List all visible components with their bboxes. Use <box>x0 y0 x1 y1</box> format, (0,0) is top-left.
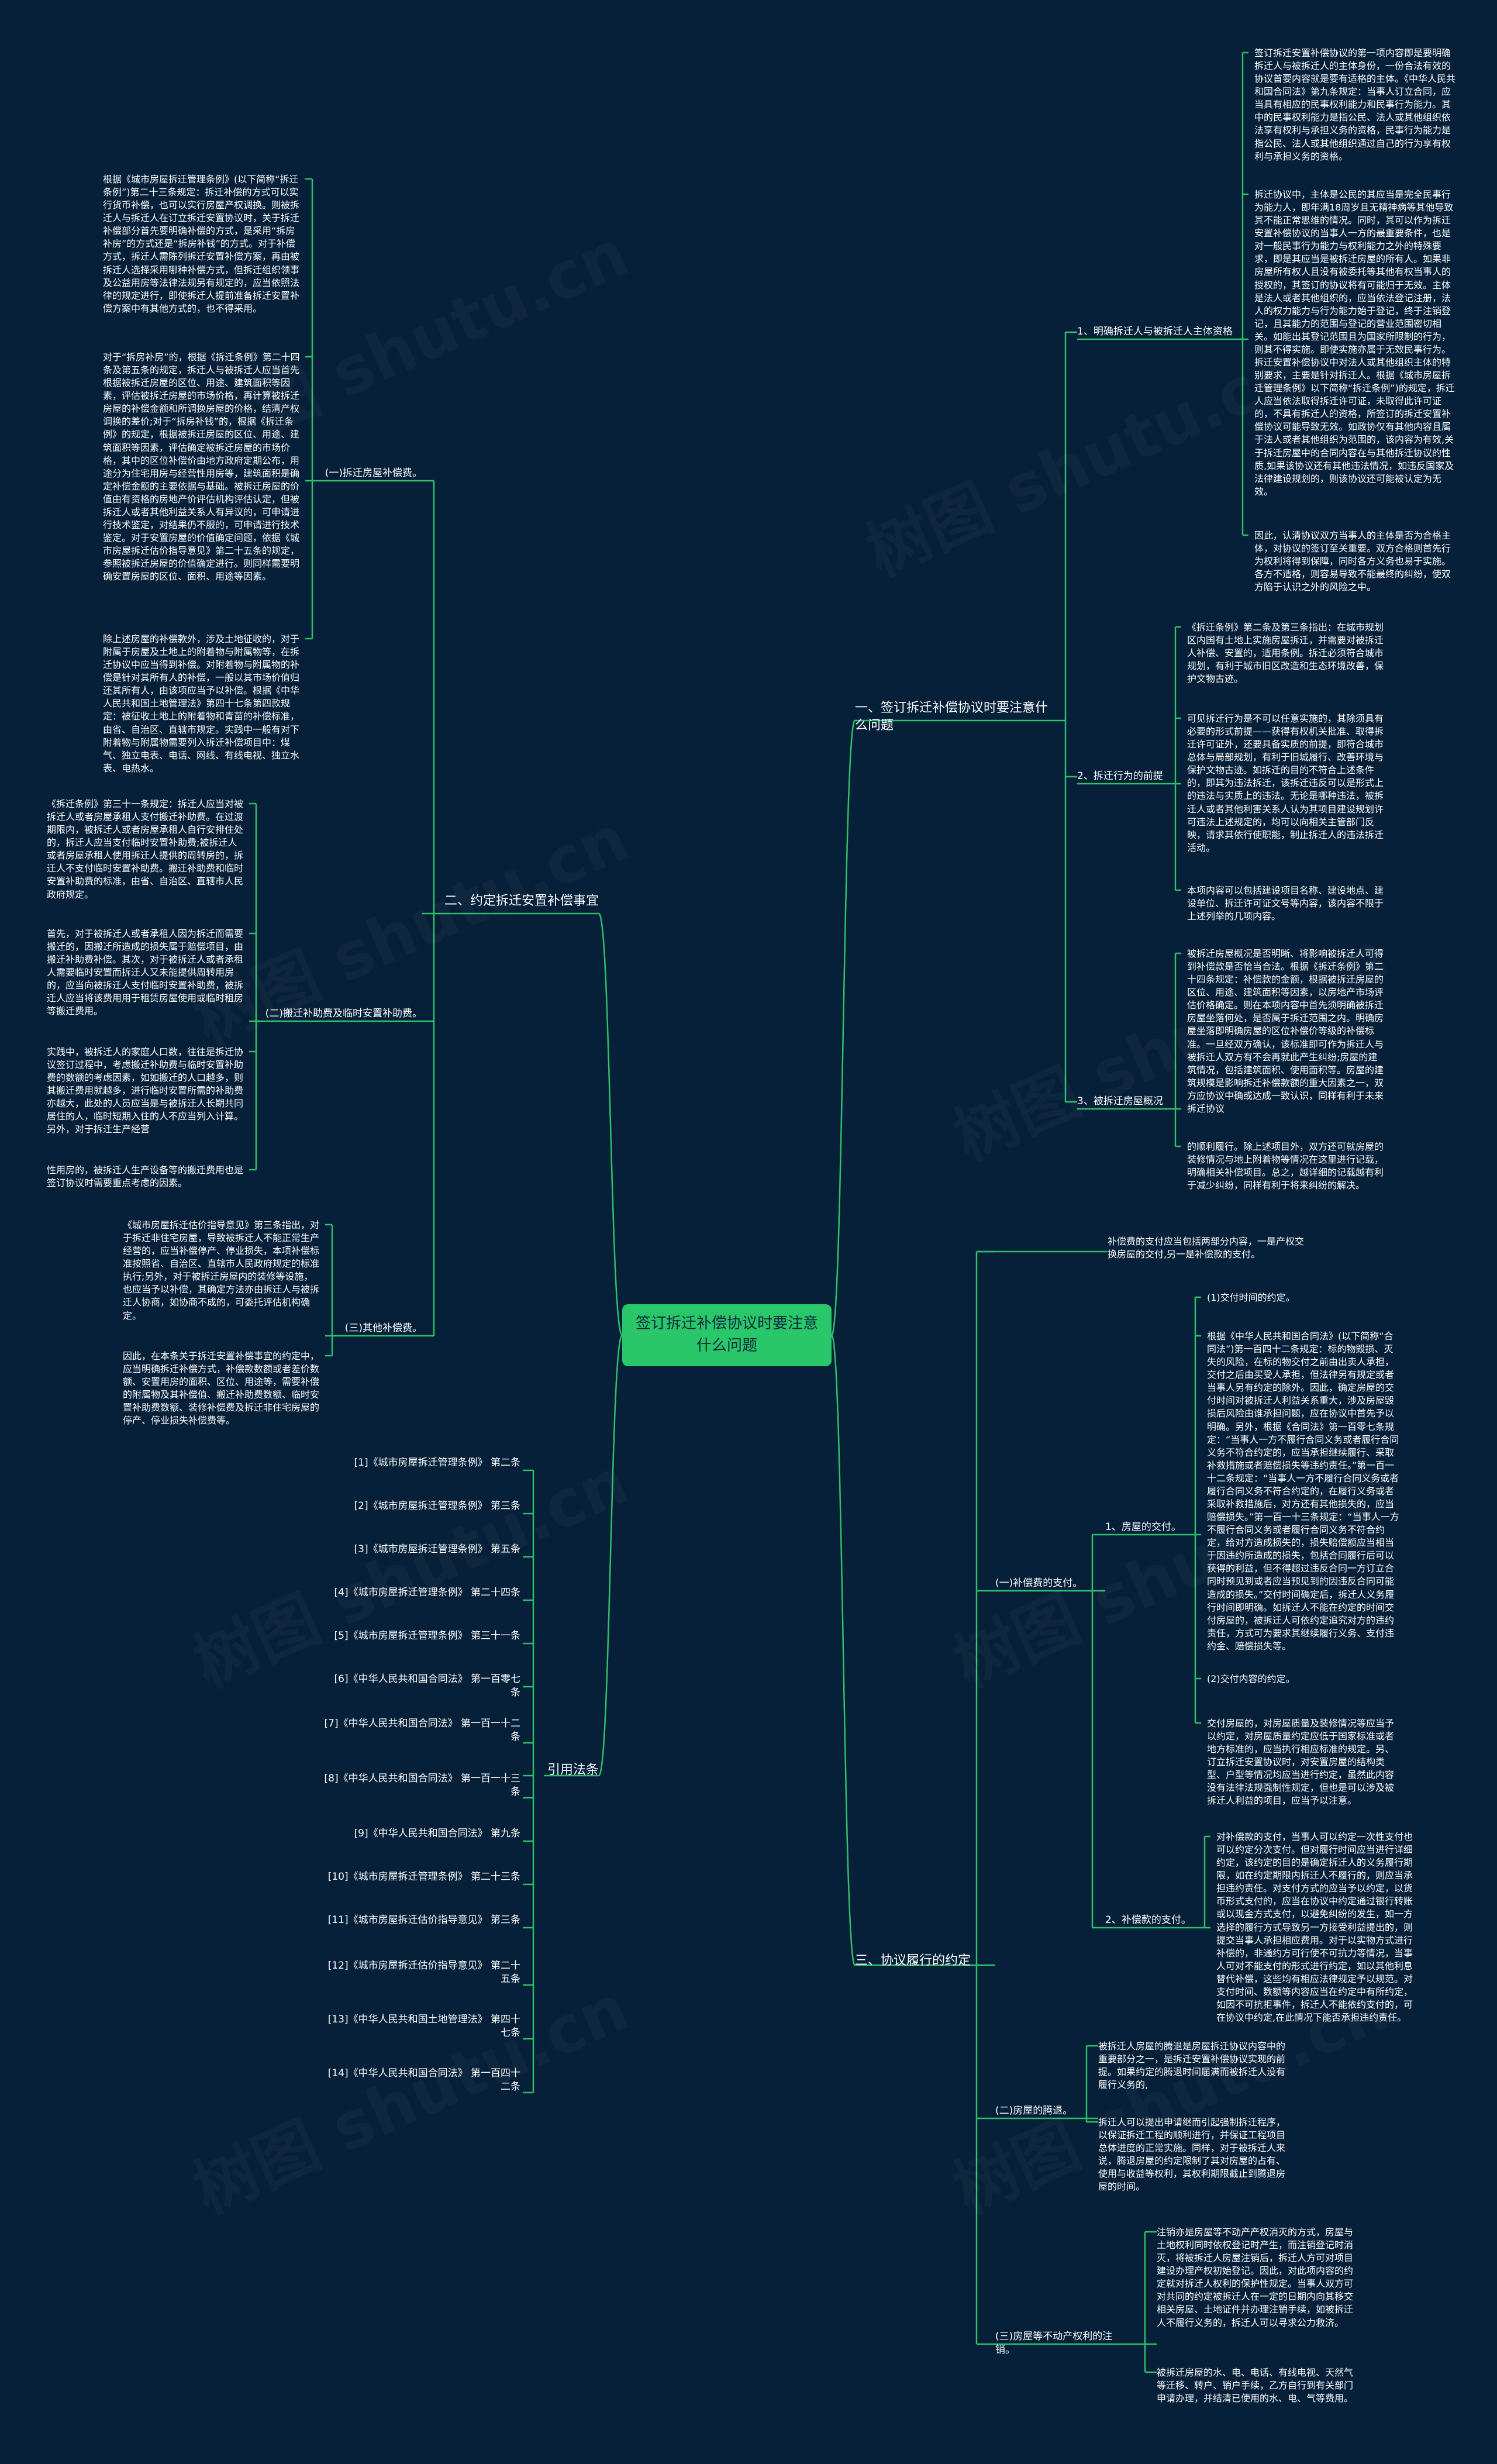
branch-connector <box>830 1334 856 1966</box>
sub-label[interactable]: 2、拆迁行为的前提 <box>1077 770 1163 782</box>
reference-item[interactable]: [9]《中华人民共和国合同法》 第九条 <box>354 1828 520 1839</box>
branch-connector <box>598 1334 623 1777</box>
paragraph: 对于“拆房补房”的，根据《拆迁条例》第二十四条及第五条的规定，拆迁人与被拆迁人应… <box>103 351 300 583</box>
paragraph: 被拆迁人房屋的腾退是房屋拆迁协议内容中的重要部分之一，是拆迁安置补偿协议实现的前… <box>1098 2041 1286 2091</box>
reference-item[interactable]: [14]《中华人民共和国合同法》 第一百四十二条 <box>327 2067 520 2093</box>
reference-item[interactable]: [13]《中华人民共和国土地管理法》 第四十七条 <box>327 2014 520 2039</box>
paragraph: 签订拆迁安置补偿协议的第一项内容即是要明确拆迁人与被拆迁人的主体身份，一份合法有… <box>1254 47 1456 162</box>
branch-label[interactable]: 二、约定拆迁安置补偿事宜 <box>444 894 599 908</box>
sub-label[interactable]: 1、房屋的交付。 <box>1105 1521 1181 1533</box>
sub-label[interactable]: (三)其他补偿费。 <box>344 1322 422 1334</box>
paragraph: 被拆迁房屋的水、电、电话、有线电视、天然气等迁移、转户、销户手续，乙方自行到有关… <box>1157 2367 1354 2404</box>
paragraph: 对补偿款的支付，当事人可以约定一次性支付也可以约定分次支付。但对履行时间应当进行… <box>1216 1831 1413 2024</box>
sub-label[interactable]: 3、被拆迁房屋概况 <box>1077 1095 1163 1107</box>
sub-label[interactable]: 1、明确拆迁人与被拆迁人主体资格 <box>1077 326 1233 337</box>
root-node[interactable]: 签订拆迁补偿协议时要注意什么问题 <box>622 1304 832 1366</box>
paragraph: 被拆迁房屋概况是否明晰、将影响被拆迁人可得到补偿款是否恰当合法。根据《拆迁条例》… <box>1187 948 1384 1114</box>
reference-item[interactable]: [3]《城市房屋拆迁管理条例》 第五条 <box>354 1543 520 1555</box>
paragraph: 实践中，被拆迁人的家庭人口数，往往是拆迁协议签订过程中，考虑搬迁补助费与临时安置… <box>47 1046 244 1135</box>
reference-item[interactable]: [8]《中华人民共和国合同法》 第一百一十三条 <box>324 1773 520 1798</box>
sub-label[interactable]: 2、补偿款的支付。 <box>1105 1914 1191 1926</box>
branch-connector <box>830 719 856 1336</box>
sub-label[interactable]: (一)拆迁房屋补偿费。 <box>325 467 422 479</box>
branch-label[interactable]: 一、签订拆迁补偿协议时要注意什么问题 <box>855 701 1048 733</box>
paragraph: 因此，认清协议双方当事人的主体是否为合格主体，对协议的签订至关重要。双方合格则首… <box>1254 530 1451 593</box>
paragraph: 拆迁协议中，主体是公民的其应当是完全民事行为能力人，即年满18周岁且无精神病等其… <box>1254 189 1455 497</box>
paragraph: 除上述房屋的补偿款外，涉及土地征收的，对于附属于房屋及土地上的附着物与附属物等，… <box>103 633 300 774</box>
paragraph: 因此，在本条关于拆迁安置补偿事宜的约定中，应当明确拆迁补偿方式，补偿款数额或者差… <box>123 1350 320 1426</box>
reference-item[interactable]: [7]《中华人民共和国合同法》 第一百一十二条 <box>324 1718 520 1743</box>
branch-label[interactable]: 引用法条 <box>547 1763 599 1777</box>
paragraph: 可见拆迁行为是不可以任意实施的，其除须具有必要的形式前提——获得有权机关批准、取… <box>1187 713 1384 853</box>
reference-item[interactable]: [6]《中华人民共和国合同法》 第一百零七条 <box>334 1673 520 1699</box>
paragraph: 拆迁人可以提出申请继而引起强制拆迁程序，以保证拆迁工程的顺利进行，并保证工程项目… <box>1098 2117 1286 2193</box>
paragraph: 根据《中华人民共和国合同法》(以下简称“合同法”)第一百四十二条规定：标的物毁损… <box>1207 1331 1399 1652</box>
paragraph: 《拆迁条例》第三十一条规定：拆迁人应当对被拆迁人或者房屋承租人支付搬迁补助费。在… <box>47 798 244 900</box>
reference-item[interactable]: [1]《城市房屋拆迁管理条例》 第二条 <box>354 1457 520 1469</box>
paragraph: 根据《城市房屋拆迁管理条例》(以下简称“拆迁条例”)第二十三条规定：拆迁补偿的方… <box>103 174 300 314</box>
paragraph: 《拆迁条例》第二条及第三条指出：在城市规划区内国有土地上实施房屋拆迁，并需要对被… <box>1187 622 1384 685</box>
sub-label[interactable]: (一)补偿费的支付。 <box>995 1577 1083 1589</box>
reference-item[interactable]: [4]《城市房屋拆迁管理条例》 第二十四条 <box>334 1587 520 1598</box>
reference-item[interactable]: [5]《城市房屋拆迁管理条例》 第三十一条 <box>334 1630 520 1642</box>
paragraph: 交付房屋的，对房屋质量及装修情况等应当予以约定，对房屋质量约定应低于国家标准或者… <box>1207 1718 1395 1807</box>
reference-item[interactable]: [11]《城市房屋拆迁估价指导意见》 第三条 <box>327 1914 520 1926</box>
branch-connector <box>598 912 623 1336</box>
sub-label[interactable]: (二)搬迁补助费及临时安置补助费。 <box>265 1008 422 1019</box>
paragraph: (1)交付时间的约定。 <box>1207 1292 1295 1303</box>
paragraph: 性用房的，被拆迁人生产设备等的搬迁费用也是签订协议时需要重点考虑的因素。 <box>47 1164 244 1189</box>
reference-item[interactable]: [10]《城市房屋拆迁管理条例》 第二十三条 <box>327 1871 520 1883</box>
branch-label[interactable]: 三、协议履行的约定 <box>855 1953 971 1968</box>
paragraph: (2)交付内容的约定。 <box>1207 1673 1295 1684</box>
paragraph: 首先，对于被拆迁人或者承租人因为拆迁而需要搬迁的，因搬迁所造成的损失属于赔偿项目… <box>47 928 244 1017</box>
paragraph: 《城市房屋拆迁估价指导意见》第三条指出，对于拆迁非住宅房屋，导致被拆迁人不能正常… <box>123 1219 320 1321</box>
paragraph: 本项内容可以包括建设项目名称、建设地点、建设单位、拆迁许可证文号等内容，该内容不… <box>1187 885 1384 922</box>
reference-item[interactable]: [12]《城市房屋拆迁估价指导意见》 第二十五条 <box>327 1960 520 1986</box>
paragraph: 注销亦是房屋等不动产产权消灭的方式，房屋与土地权利同时依权登记时产生，而注销登记… <box>1157 2227 1354 2328</box>
reference-item[interactable]: [2]《城市房屋拆迁管理条例》 第三条 <box>354 1500 520 1512</box>
paragraph: 补偿费的支付应当包括两部分内容，一是产权交换房屋的交付,另一是补偿款的支付。 <box>1108 1236 1305 1260</box>
sub-label[interactable]: (三)房屋等不动产权利的注销。 <box>995 2331 1113 2356</box>
sub-label[interactable]: (二)房屋的腾退。 <box>995 2105 1073 2117</box>
paragraph: 的顺利履行。除上述项目外，双方还可就房屋的装修情况与地上附着物等情况在这里进行记… <box>1187 1141 1384 1191</box>
